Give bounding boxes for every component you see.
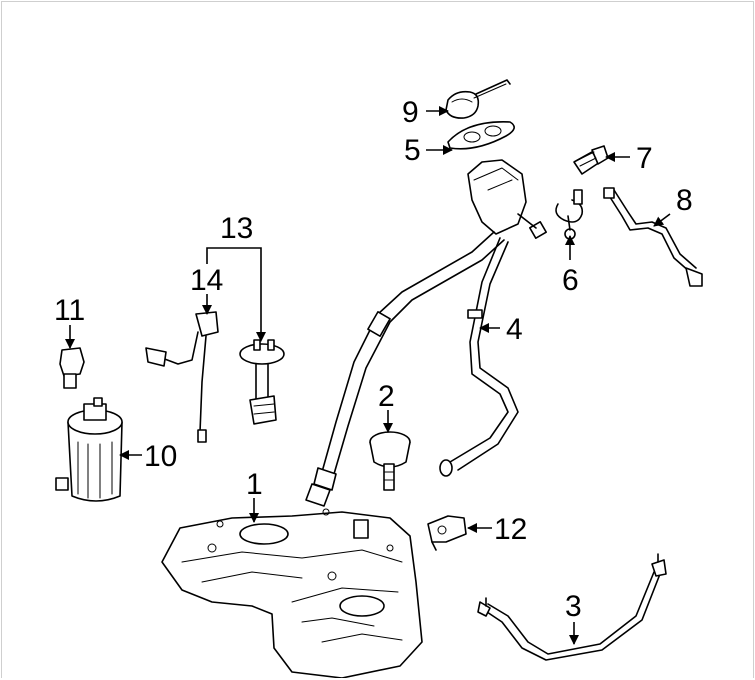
callout-12: 12 (494, 513, 527, 546)
callout-5: 5 (404, 134, 421, 167)
part-14-level-sender (145, 311, 219, 443)
callout-9: 9 (402, 96, 419, 129)
callout-8: 8 (676, 184, 693, 217)
callout-1: 1 (246, 468, 263, 501)
part-6-clip (555, 189, 584, 240)
callout-4: 4 (506, 313, 523, 346)
leader-8 (653, 213, 671, 227)
callout-7: 7 (636, 142, 653, 175)
part-4-filler-neck (305, 159, 547, 507)
part-10-fuel-filter (55, 397, 123, 502)
callout-14: 14 (190, 264, 223, 297)
part-11-sensor (59, 347, 85, 389)
leader-lines (65, 106, 671, 645)
part-12-bracket (427, 515, 467, 551)
part-5-gasket (447, 121, 515, 150)
callout-2: 2 (378, 380, 395, 413)
leader-13-bracket (206, 247, 262, 338)
callout-6: 6 (562, 264, 579, 297)
callout-11: 11 (54, 294, 85, 327)
callout-labels: 9 5 7 8 6 4 2 10 11 12 1 3 13 14 (54, 96, 693, 623)
part-7-valve (573, 145, 609, 175)
part-1-fuel-tank (161, 508, 423, 678)
part-13-pump-module (239, 339, 285, 425)
callout-10: 10 (144, 440, 177, 473)
callout-13: 13 (220, 212, 253, 245)
callout-3: 3 (565, 590, 582, 623)
part-2-mount (369, 431, 411, 491)
part-9-cap (445, 79, 511, 119)
part-8-sensor-harness (603, 187, 703, 287)
part-3-strap (477, 553, 667, 661)
leader-13-arrowhead (256, 332, 266, 342)
